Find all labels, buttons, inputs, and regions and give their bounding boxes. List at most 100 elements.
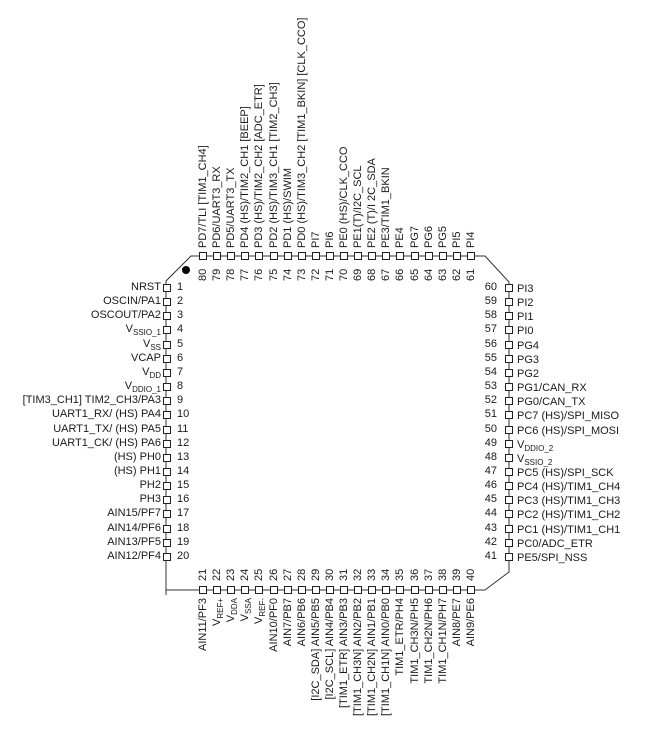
pin-name: PG6 <box>422 225 435 248</box>
pin-label: PG1/CAN_RX <box>517 382 587 394</box>
pin-number: 1 <box>177 281 184 293</box>
pin-number: 32 <box>352 568 365 581</box>
pin-pad <box>505 326 513 335</box>
pin-name: PD4 (HS)/TIM2_CH1 [BEEP] <box>239 106 252 248</box>
pin-name: PI4 <box>464 231 477 248</box>
pin-name: PG3 <box>517 353 540 366</box>
pin-pad <box>368 586 377 594</box>
pin-number: 43 <box>484 521 497 534</box>
pin-name: PI0 <box>517 325 534 338</box>
pin-label: PC7 (HS)/SPI_MISO <box>517 410 619 422</box>
pin-number: 63 <box>436 268 449 281</box>
pin-pad <box>410 252 419 260</box>
pin-number: 66 <box>394 268 407 281</box>
pin-label: PG3 <box>517 354 539 366</box>
pin-pad <box>438 586 447 594</box>
pin-number: 41 <box>484 549 497 562</box>
pin-number: 60 <box>484 281 497 293</box>
pin-label: PD6/UART3_RX <box>211 166 223 248</box>
pin-label: AIN15/PF7 <box>107 507 161 519</box>
pin-pad <box>505 496 513 505</box>
pin-label: PE2 (T)/I 2C_SDA <box>366 158 378 248</box>
pin-pad <box>505 453 513 462</box>
pin-name: AIN9/PE6 <box>464 598 477 647</box>
pin-number: 54 <box>484 365 497 378</box>
pin-name: PG7 <box>408 225 421 248</box>
pin-pad <box>213 586 222 594</box>
pin-name: PD3 (HS)/TIM2_CH2 [ADC_ETR] <box>253 84 266 248</box>
pin-name-subscript: SS <box>150 342 161 352</box>
pin-label: (HS) PH0 <box>114 451 161 463</box>
pin-label: PD2 (HS)/TIM3_CH1 [TIM2_CH3] <box>268 82 280 248</box>
pin-number: 40 <box>464 568 477 581</box>
pin-number: 30 <box>323 568 336 581</box>
pin-name: V <box>142 365 150 378</box>
pin-name-subscript: REF+ <box>216 598 226 619</box>
pin-label: [TIM1_CH3N] AIN2/PB2 <box>352 598 364 748</box>
pin-number: 56 <box>484 337 497 350</box>
pin-pad <box>255 586 264 594</box>
pin-name: OSCOUT/PA2 <box>90 309 161 322</box>
pin-pad <box>163 425 171 434</box>
pin-number: 50 <box>484 422 497 435</box>
pin-number: 13 <box>177 450 190 463</box>
pin-name: AIN11/PF3 <box>197 598 209 651</box>
pin-label: PE1(T)/I2C_SCL <box>352 165 364 248</box>
pin-pad <box>163 340 171 349</box>
pin-number: 20 <box>177 549 190 562</box>
pin-number: 39 <box>450 568 463 581</box>
pin-label: [TIM1_CH2N] AIN1/PB1 <box>366 598 378 748</box>
pin-pad <box>163 496 171 505</box>
pin-label: TIM1_CH3N/PH5 <box>409 598 421 748</box>
pin-number: 71 <box>323 268 336 281</box>
pin-number: 65 <box>408 268 421 281</box>
pin-name: PG2 <box>517 367 540 380</box>
pin-name: [I2C_SCL] AIN4/PB4 <box>323 598 336 700</box>
pin-number: 9 <box>177 394 184 407</box>
pin-name: [TIM1_ETR] AIN3/PB3 <box>338 598 350 709</box>
pin-name: PI6 <box>323 231 336 248</box>
pin-label: PG0/CAN_TX <box>517 396 585 408</box>
pin-pad <box>297 586 306 594</box>
pin-label: [I2C_SDA] AIN5/PB5 <box>310 598 322 748</box>
pin-label: PC4 (HS)/TIM1_CH4 <box>517 481 620 493</box>
pin-label: OSCOUT/PA2 <box>91 309 161 321</box>
pin-label: PI1 <box>517 311 534 323</box>
pin-number: 23 <box>225 568 238 581</box>
pin-label: PD3 (HS)/TIM2_CH2 [ADC_ETR] <box>253 84 265 248</box>
pin-name: V <box>211 618 224 627</box>
pin-name: TIM1_ETR/PH4 <box>394 598 407 676</box>
pin-pad <box>505 425 513 434</box>
pin-pad <box>452 252 461 260</box>
pin-label: PI7 <box>310 231 322 248</box>
pin-pad <box>505 510 513 519</box>
pin-label: PG6 <box>423 226 435 248</box>
pin-number: 19 <box>177 535 190 548</box>
pin-label: PC0/ADC_ETR <box>517 538 593 550</box>
pin-number: 15 <box>177 479 190 492</box>
pin-label: UART1_TX/ (HS) PA5 <box>53 423 161 435</box>
pin-name: PI2 <box>517 297 534 310</box>
pin-name: TIM1_CH3N/PH5 <box>408 598 421 684</box>
pin-label: VREF- <box>253 598 267 748</box>
pin-label: PG4 <box>517 340 539 352</box>
pin-label: NRST <box>131 281 161 293</box>
pin-pad <box>255 252 264 260</box>
pin-name: [TIM1_CH3N] AIN2/PB2 <box>352 598 365 716</box>
pin-label: PD0 (HS)/TIM3_CH2 [TIM1_BKIN] [CLK_CCO] <box>296 18 308 248</box>
pin-label: AIN12/PF4 <box>107 550 161 562</box>
pin-pad <box>382 252 391 260</box>
pin-label: PI2 <box>517 297 534 309</box>
pin-name: PG0/CAN_TX <box>517 396 586 409</box>
pin-label: PC6 (HS)/SPI_MOSI <box>517 425 619 437</box>
pin-label: PE0 (HS)/CLK_CCO <box>338 147 350 248</box>
pin-pad <box>163 510 171 519</box>
pin-number: 38 <box>436 568 449 581</box>
pin-number: 62 <box>450 268 463 281</box>
pin-label: PI5 <box>451 231 463 248</box>
pin-label: PG7 <box>409 226 421 248</box>
pin-label: PD4 (HS)/TIM2_CH1 [BEEP] <box>239 106 251 248</box>
pin-number: 78 <box>225 268 238 281</box>
pin-label: AIN8/PE7 <box>451 598 463 748</box>
pin-name: PC4 (HS)/TIM1_CH4 <box>517 481 621 494</box>
